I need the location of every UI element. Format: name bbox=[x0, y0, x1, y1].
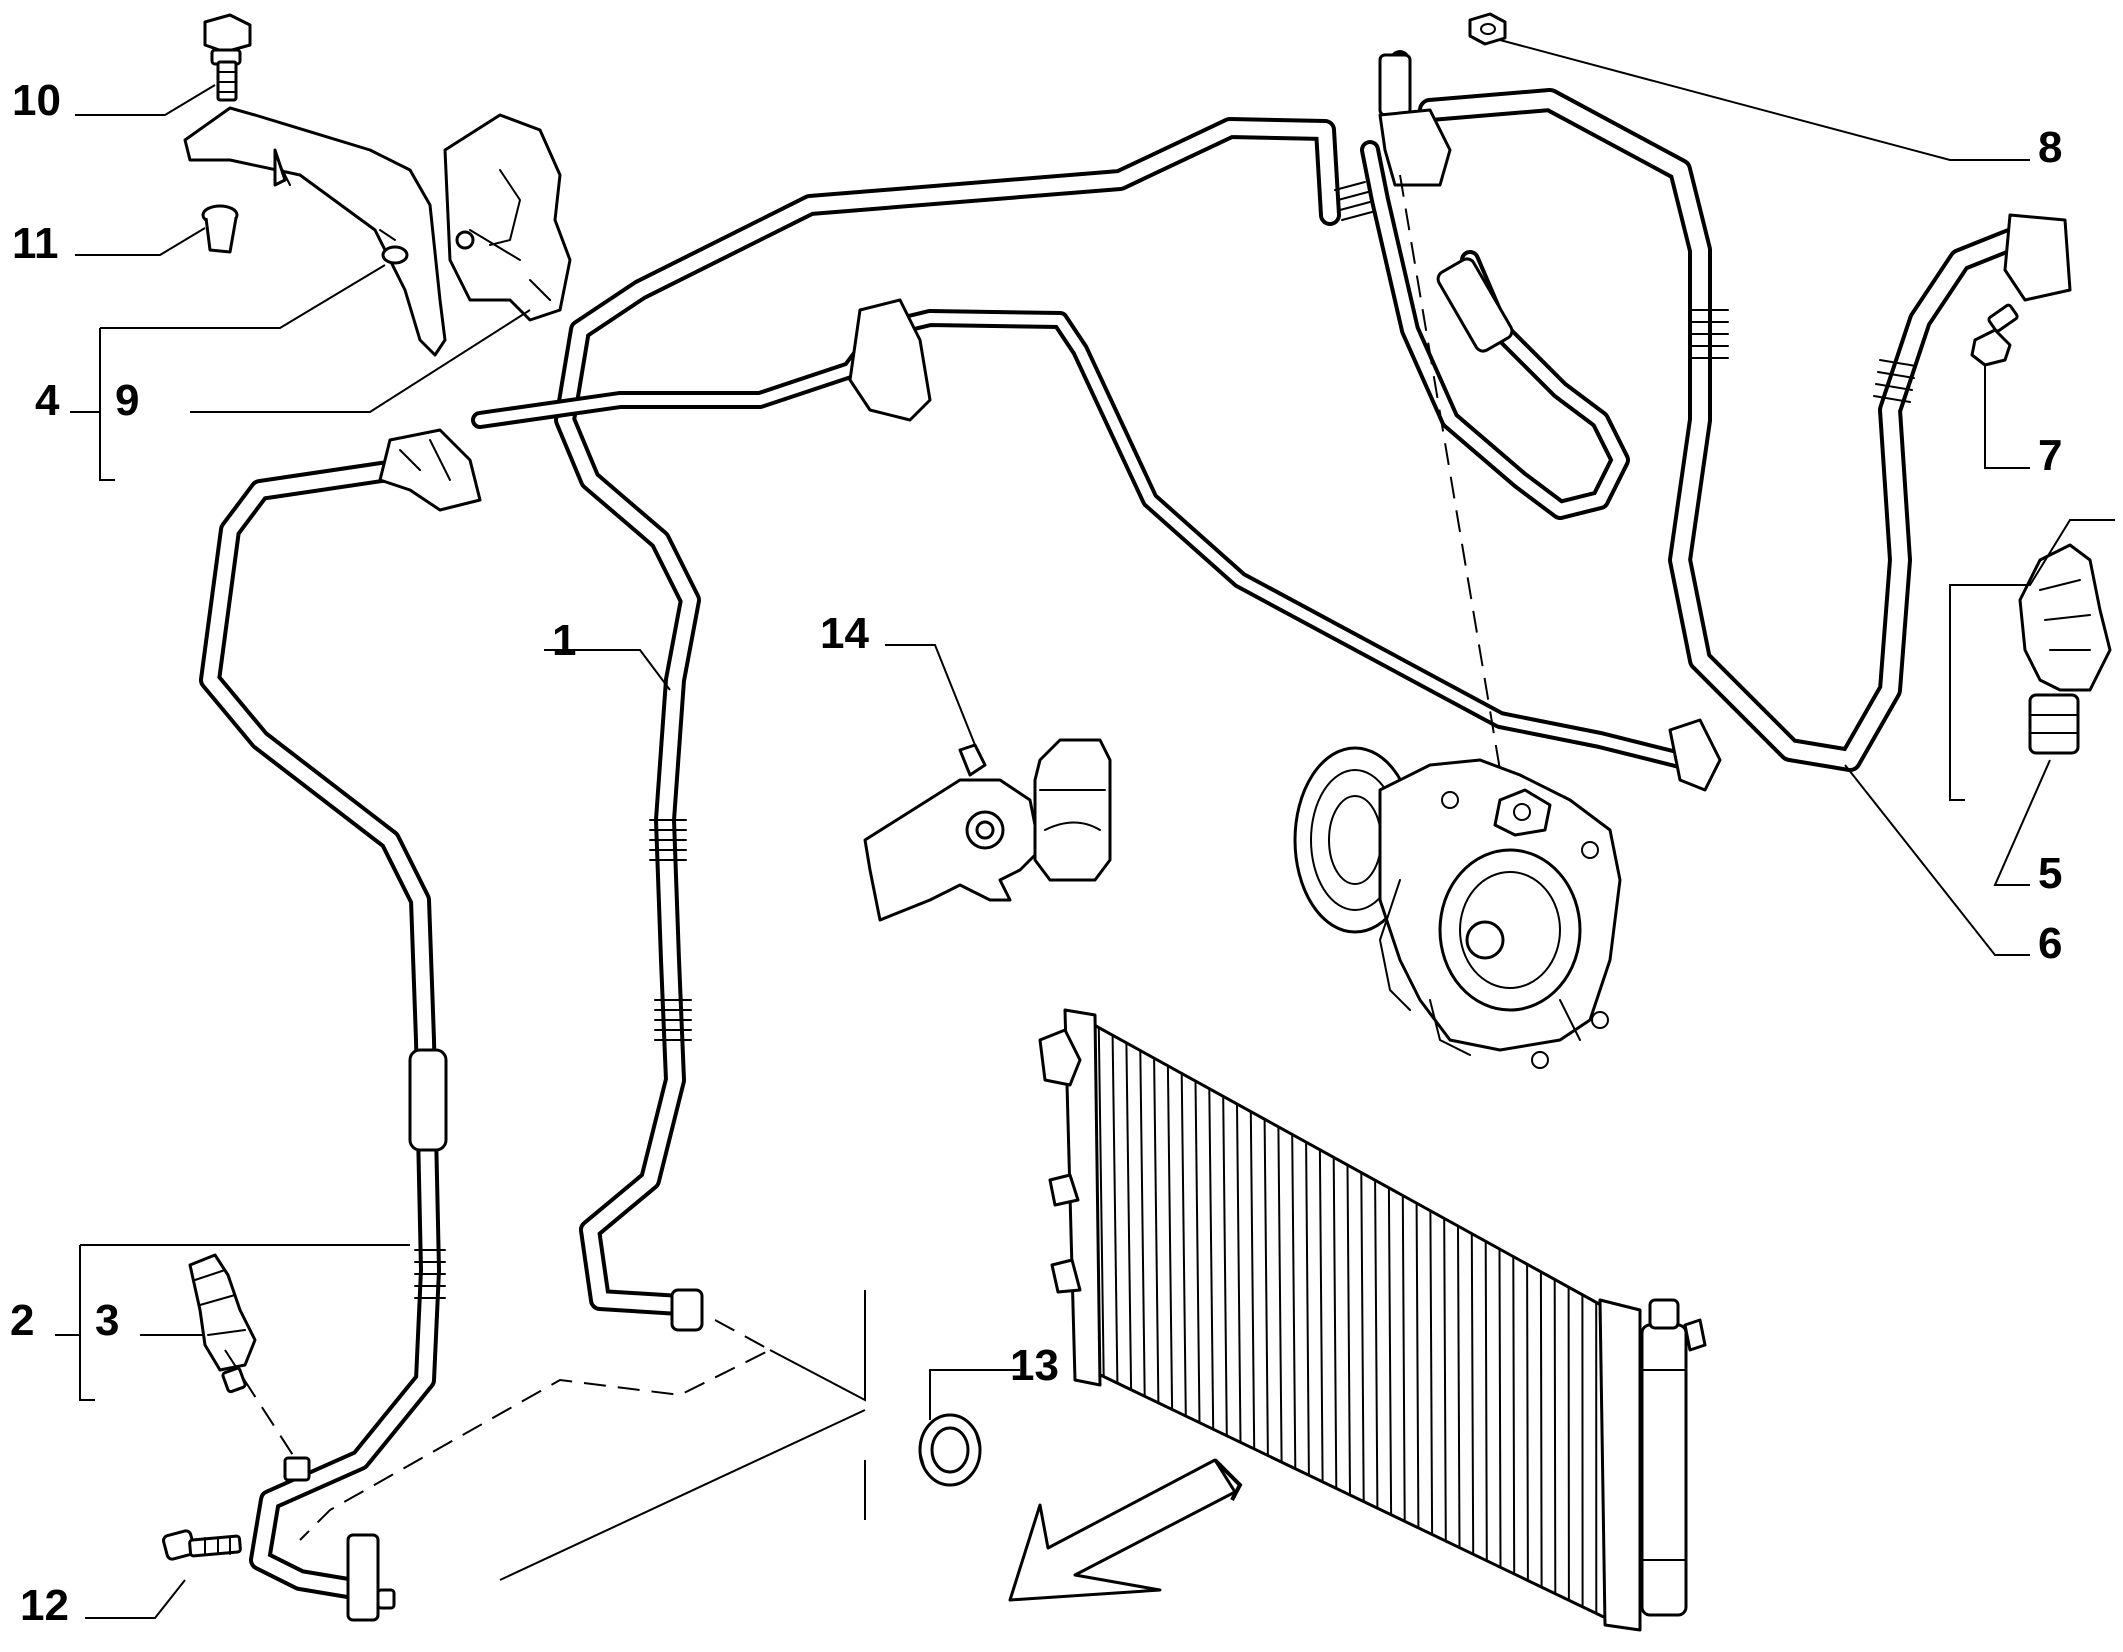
pipe-2-end-block bbox=[283, 1456, 396, 1622]
seal-ring-13 bbox=[918, 1413, 982, 1487]
pipe-6 bbox=[1418, 88, 2072, 772]
bolt-7 bbox=[1970, 303, 2019, 367]
nut-8 bbox=[1468, 12, 1507, 46]
callout-14: 14 bbox=[820, 609, 869, 658]
callout-13: 13 bbox=[1010, 1341, 1059, 1390]
callout-6: 6 bbox=[2038, 919, 2062, 968]
clip-5 bbox=[2018, 543, 2112, 755]
callout-9: 9 bbox=[115, 376, 139, 425]
condenser bbox=[1038, 1008, 1707, 1632]
leader-lines bbox=[55, 39, 2115, 1619]
callout-10: 10 bbox=[12, 76, 61, 125]
pipe-2 bbox=[199, 428, 482, 1601]
pipe-upper-branch bbox=[471, 298, 1722, 792]
callout-4: 4 bbox=[35, 376, 60, 425]
assembly-dash-lines bbox=[224, 174, 1501, 1581]
callout-3: 3 bbox=[95, 1296, 119, 1345]
compressor-hose bbox=[1360, 50, 1630, 520]
callout-1: 1 bbox=[552, 616, 576, 665]
bolt-12 bbox=[161, 1529, 242, 1561]
callout-2: 2 bbox=[10, 1296, 34, 1345]
nut-11 bbox=[201, 204, 239, 254]
callout-5: 5 bbox=[2038, 849, 2062, 898]
bracket-4 bbox=[183, 106, 447, 357]
callout-8: 8 bbox=[2038, 123, 2062, 172]
pressure-switch-3 bbox=[188, 1253, 257, 1394]
bolt-10 bbox=[203, 13, 252, 102]
callout-11: 11 bbox=[12, 219, 59, 268]
callout-12: 12 bbox=[20, 1581, 69, 1630]
pipe-1 bbox=[554, 117, 1373, 1332]
bracket-14 bbox=[863, 738, 1112, 922]
clip-9 bbox=[443, 113, 572, 322]
callout-7: 7 bbox=[2038, 431, 2062, 480]
direction-arrow bbox=[1008, 1458, 1243, 1602]
compressor bbox=[1293, 746, 1622, 1069]
